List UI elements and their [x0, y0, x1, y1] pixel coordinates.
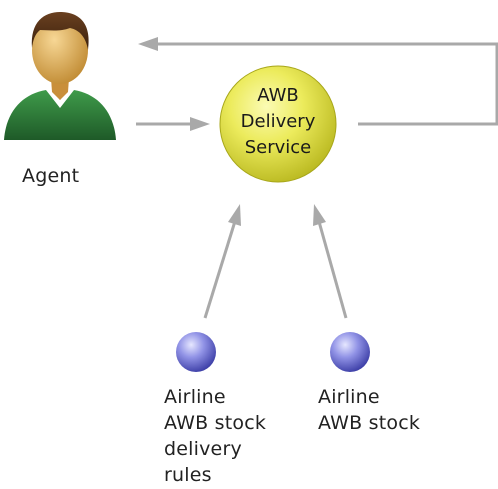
input-arrow-2-head — [313, 204, 326, 226]
input-1-label-line-2: AWB stock — [164, 412, 267, 434]
return-arrow-head — [138, 37, 158, 51]
service-label-line-1: AWB — [257, 85, 299, 106]
service-label-line-3: Service — [244, 137, 312, 158]
agent-to-service-arrow-head — [190, 117, 210, 131]
input-1-label-line-3: delivery — [164, 438, 242, 460]
input-1-label-line-4: rules — [164, 464, 212, 486]
agent-icon — [4, 12, 116, 140]
input-arrow-1-line — [203, 217, 238, 319]
agent-label: Agent — [22, 165, 80, 187]
input-2-dot-icon — [330, 332, 370, 372]
input-2-label-line-1: Airline — [318, 386, 380, 408]
input-1-label-line-1: Airline — [164, 386, 226, 408]
input-arrow-1-head — [228, 204, 241, 226]
service-label-line-2: Delivery — [240, 111, 316, 132]
input-2-label-line-2: AWB stock — [318, 412, 421, 434]
input-1-dot-icon — [176, 332, 216, 372]
awb-delivery-service-node — [219, 65, 337, 183]
input-arrow-2-line — [316, 217, 348, 319]
